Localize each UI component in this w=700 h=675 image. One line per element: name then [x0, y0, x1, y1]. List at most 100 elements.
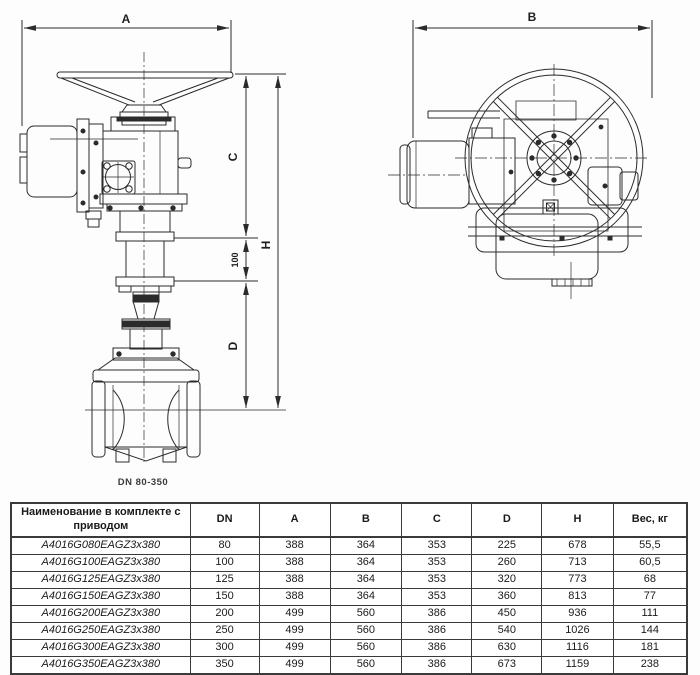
table-row: A4016G100EAGZ3x380 100 388 364 353 260 7…	[10, 553, 688, 572]
cell-weight: 181	[612, 638, 688, 657]
cell-d: 225	[471, 536, 543, 555]
cell-c: 353	[401, 587, 473, 606]
cell-model: A4016G200EAGZ3x380	[10, 604, 191, 623]
cell-c: 386	[401, 638, 473, 657]
cell-dn: 125	[189, 570, 260, 589]
stem-bonnet-front	[98, 292, 194, 370]
cell-c: 353	[401, 570, 473, 589]
cell-d: 320	[471, 570, 543, 589]
table-row: A4016G125EAGZ3x380 125 388 364 353 320 7…	[10, 570, 688, 589]
cell-h: 813	[541, 587, 614, 606]
dim-label-b: B	[528, 10, 537, 24]
handwheel-side	[465, 69, 643, 247]
cell-h: 1116	[541, 638, 614, 657]
cell-b: 364	[329, 570, 403, 589]
cell-dn: 200	[189, 604, 260, 623]
cell-dn: 250	[189, 621, 260, 640]
cell-model: A4016G125EAGZ3x380	[10, 570, 191, 589]
front-view-drawing	[20, 20, 286, 462]
cell-d: 450	[471, 604, 543, 623]
dim-label-h: H	[259, 241, 273, 250]
col-header-name: Наименование в комплекте с приводом	[10, 502, 191, 538]
dim-label-c: C	[226, 152, 240, 161]
table-row: A4016G150EAGZ3x380 150 388 364 353 360 8…	[10, 587, 688, 606]
cell-d: 540	[471, 621, 543, 640]
actuator-front	[20, 117, 191, 227]
cell-a: 388	[258, 587, 331, 606]
dimension-c	[174, 74, 286, 238]
cell-model: A4016G250EAGZ3x380	[10, 621, 191, 640]
limit-switch-unit	[588, 167, 638, 205]
mounting-plate-side	[504, 101, 608, 231]
cell-b: 364	[329, 536, 403, 555]
cell-weight: 60,5	[612, 553, 688, 572]
side-view-drawing	[388, 20, 652, 299]
cell-h: 936	[541, 604, 614, 623]
cell-c: 353	[401, 553, 473, 572]
cell-b: 560	[329, 638, 403, 657]
cell-b: 560	[329, 621, 403, 640]
cell-weight: 68	[612, 570, 688, 589]
motor-side	[400, 128, 515, 208]
cell-c: 386	[401, 655, 473, 674]
spec-table: Наименование в комплекте с приводом DN A…	[10, 502, 688, 675]
cell-a: 499	[258, 604, 331, 623]
cell-dn: 150	[189, 587, 260, 606]
dim-label-a: A	[122, 12, 131, 26]
cell-d: 260	[471, 553, 543, 572]
cell-weight: 238	[612, 655, 688, 674]
cell-dn: 100	[189, 553, 260, 572]
cell-model: A4016G080EAGZ3x380	[10, 536, 191, 555]
cell-b: 364	[329, 553, 403, 572]
cell-model: A4016G150EAGZ3x380	[10, 587, 191, 606]
cell-b: 560	[329, 604, 403, 623]
col-header-d: D	[471, 502, 543, 538]
cell-dn: 350	[189, 655, 260, 674]
cell-weight: 111	[612, 604, 688, 623]
dimension-b	[413, 20, 652, 138]
cell-b: 364	[329, 587, 403, 606]
col-header-a: A	[258, 502, 331, 538]
cell-a: 388	[258, 536, 331, 555]
cell-d: 630	[471, 638, 543, 657]
cell-dn: 80	[189, 536, 260, 555]
technical-drawing: A C 100 D H DN 80-350	[0, 10, 700, 488]
cell-h: 773	[541, 570, 614, 589]
dimension-a	[22, 20, 231, 126]
col-header-b: B	[329, 502, 403, 538]
dn-range-caption: DN 80-350	[118, 477, 168, 488]
cell-model: A4016G300EAGZ3x380	[10, 638, 191, 657]
col-header-c: C	[401, 502, 473, 538]
cell-a: 388	[258, 570, 331, 589]
table-row: A4016G250EAGZ3x380 250 499 560 386 540 1…	[10, 621, 688, 640]
cell-model: A4016G350EAGZ3x380	[10, 655, 191, 674]
col-header-weight: Вес, кг	[612, 502, 688, 538]
table-row: A4016G300EAGZ3x380 300 499 560 386 630 1…	[10, 638, 688, 657]
cell-h: 1026	[541, 621, 614, 640]
dim-label-100: 100	[230, 252, 240, 267]
cell-d: 360	[471, 587, 543, 606]
col-header-h: H	[541, 502, 614, 538]
table-row: A4016G080EAGZ3x380 80 388 364 353 225 67…	[10, 536, 688, 555]
cell-weight: 77	[612, 587, 688, 606]
dimension-100	[174, 240, 258, 281]
handwheel-front	[57, 72, 233, 125]
col-header-dn: DN	[189, 502, 260, 538]
cell-h: 713	[541, 553, 614, 572]
cell-a: 388	[258, 553, 331, 572]
cell-b: 560	[329, 655, 403, 674]
cell-a: 499	[258, 621, 331, 640]
cell-d: 673	[471, 655, 543, 674]
cell-h: 678	[541, 536, 614, 555]
gear-housing-side	[468, 200, 642, 299]
cell-a: 499	[258, 655, 331, 674]
valve-body-front	[92, 370, 200, 462]
cell-weight: 55,5	[612, 536, 688, 555]
table-row: A4016G200EAGZ3x380 200 499 560 386 450 9…	[10, 604, 688, 623]
yoke-front	[116, 211, 174, 292]
cell-model: A4016G100EAGZ3x380	[10, 553, 191, 572]
cell-c: 386	[401, 604, 473, 623]
spec-table-header-row: Наименование в комплекте с приводом DN A…	[10, 502, 688, 538]
cell-c: 386	[401, 621, 473, 640]
